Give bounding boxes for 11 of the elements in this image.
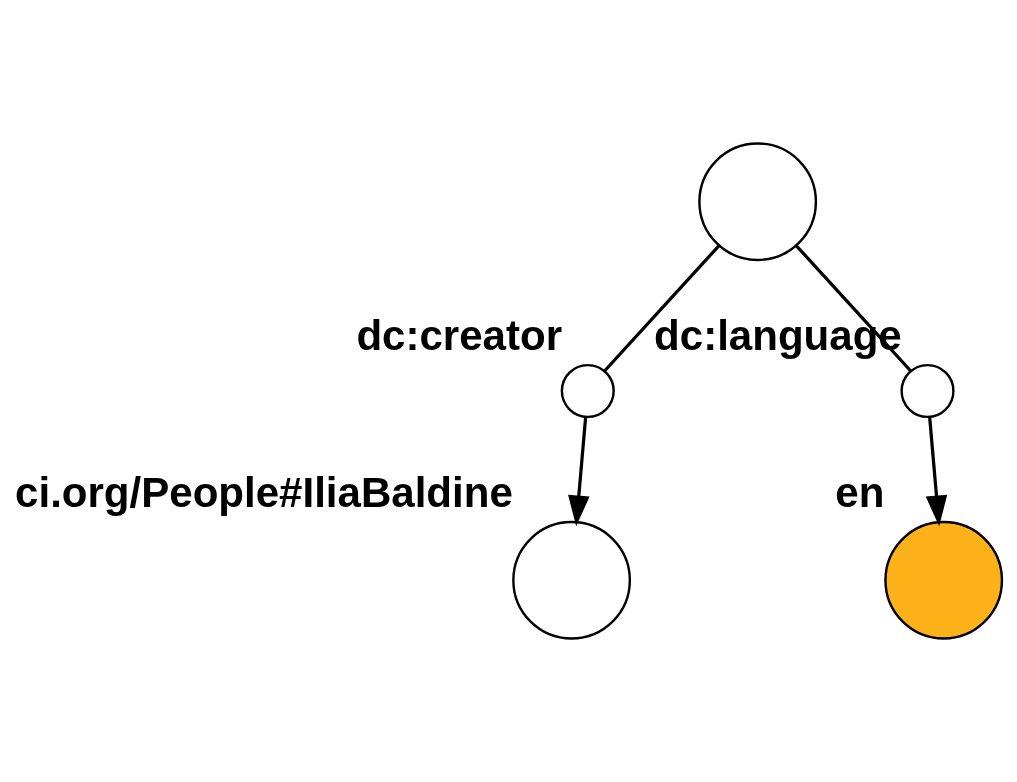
node-circle xyxy=(698,142,818,262)
node-label: dc:creator xyxy=(356,312,563,360)
arrow xyxy=(568,416,590,527)
arrow xyxy=(925,416,948,527)
node-label: en xyxy=(835,469,885,517)
node-circle xyxy=(884,520,1004,640)
node-circle xyxy=(512,520,632,640)
node-circle xyxy=(900,363,955,419)
node-label: ci.org/People#IliaBaldine xyxy=(15,469,513,517)
node-circle xyxy=(560,363,615,419)
connector xyxy=(603,244,721,373)
